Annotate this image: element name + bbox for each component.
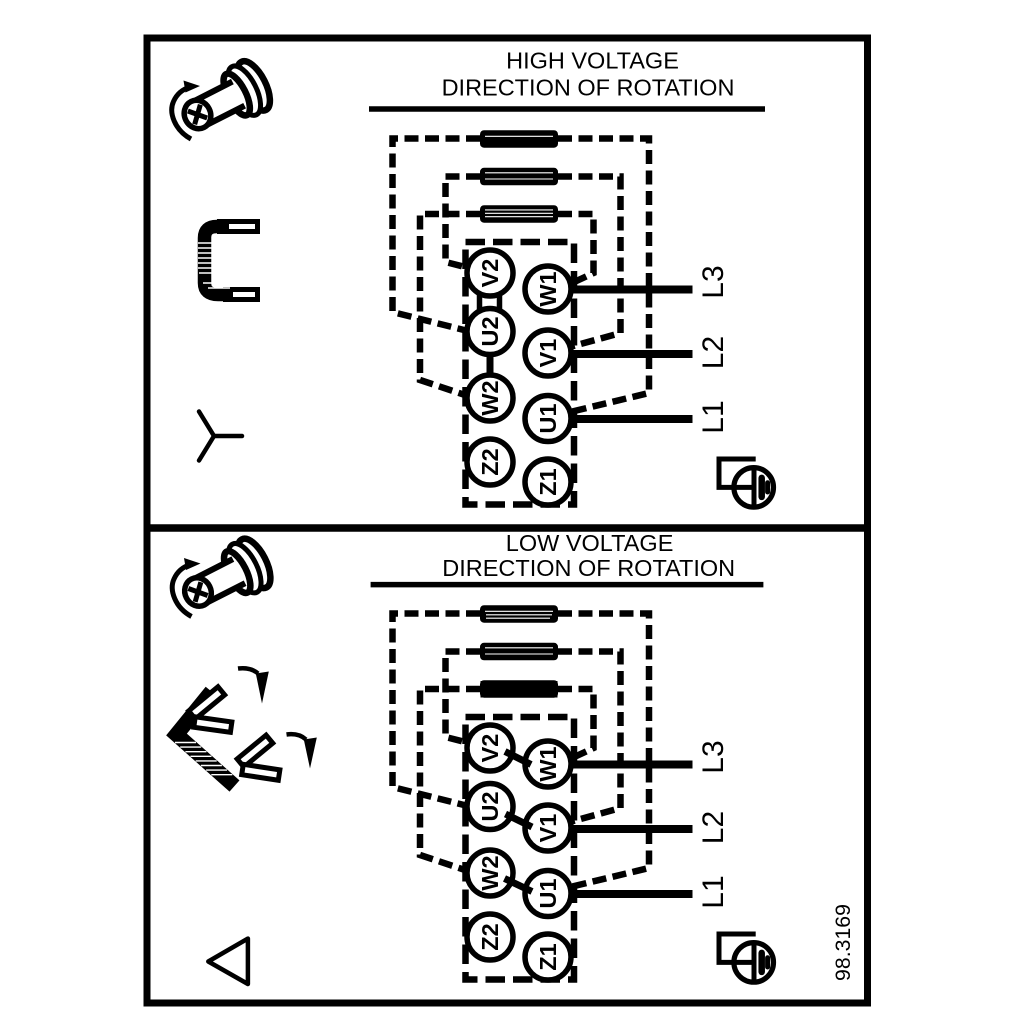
svg-text:98.3169: 98.3169 <box>831 904 855 981</box>
svg-text:DIRECTION OF ROTATION: DIRECTION OF ROTATION <box>442 74 735 100</box>
svg-text:LOW VOLTAGE: LOW VOLTAGE <box>506 530 674 556</box>
svg-text:DIRECTION OF ROTATION: DIRECTION OF ROTATION <box>442 555 735 581</box>
svg-text:HIGH VOLTAGE: HIGH VOLTAGE <box>506 47 679 73</box>
